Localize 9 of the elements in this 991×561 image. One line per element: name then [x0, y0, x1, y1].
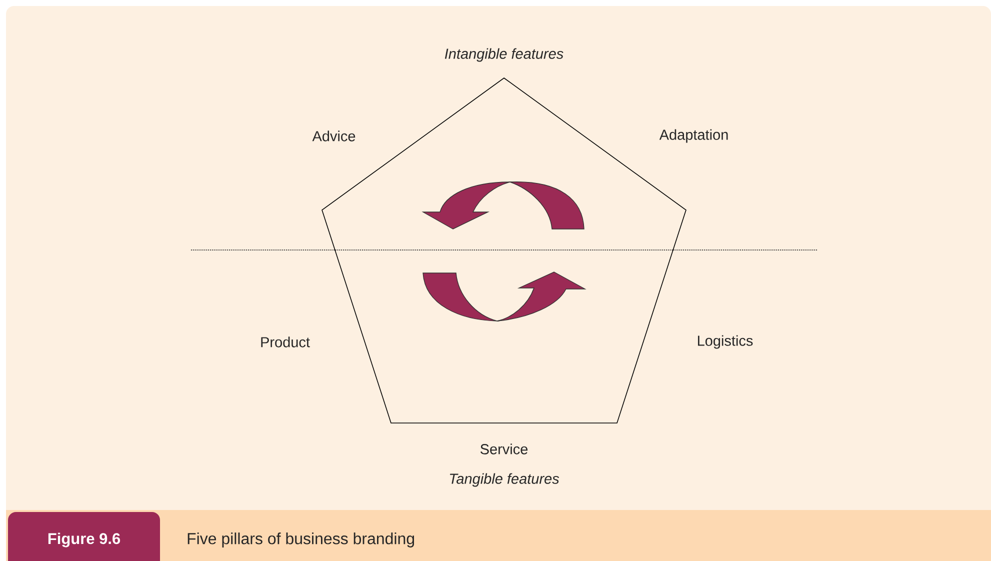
side-label: Logistics	[698, 335, 753, 349]
side-label: Intangible features	[444, 48, 564, 62]
side-label: Product	[261, 336, 310, 348]
side-label: Advice	[312, 130, 356, 142]
side-label: Service	[480, 444, 528, 454]
caption: Five pillars of business branding	[188, 532, 414, 548]
figure-number-tab: Figure 9.6	[8, 512, 160, 561]
side-label: Adaptation	[659, 129, 728, 143]
side-label: Tangible features	[450, 473, 560, 487]
